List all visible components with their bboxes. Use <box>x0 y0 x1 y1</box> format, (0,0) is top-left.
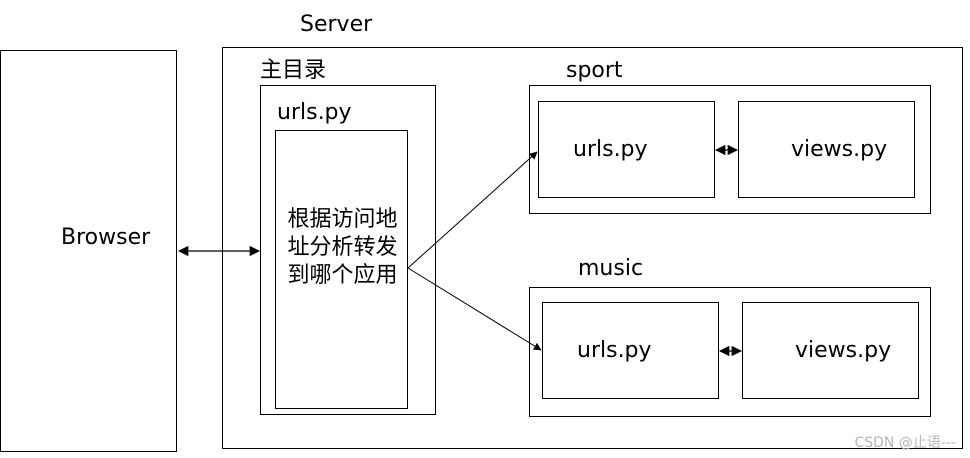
csdn-watermark: CSDN @止语--- <box>854 435 956 451</box>
browser-label: Browser <box>61 225 151 250</box>
routing-box: 根据访问地址分析转发到哪个应用 <box>275 130 408 409</box>
music-label: music <box>578 256 644 281</box>
main-urls-label: urls.py <box>277 100 352 125</box>
music-urls-box: urls.py <box>542 302 719 399</box>
server-label: Server <box>300 12 373 37</box>
routing-text: 根据访问地址分析转发到哪个应用 <box>287 207 398 288</box>
sport-label: sport <box>566 58 623 83</box>
browser-box: Browser <box>0 50 177 452</box>
sport-views-label: views.py <box>791 137 888 162</box>
music-views-label: views.py <box>795 338 892 363</box>
music-urls-label: urls.py <box>577 338 652 363</box>
sport-urls-label: urls.py <box>573 137 648 162</box>
route-to-sport-arrow <box>407 151 538 269</box>
sport-urls-box: urls.py <box>538 101 715 198</box>
sport-views-box: views.py <box>738 101 915 198</box>
main-dir-label: 主目录 <box>260 58 327 83</box>
route-to-music-arrow <box>407 267 542 351</box>
music-views-box: views.py <box>742 302 919 399</box>
